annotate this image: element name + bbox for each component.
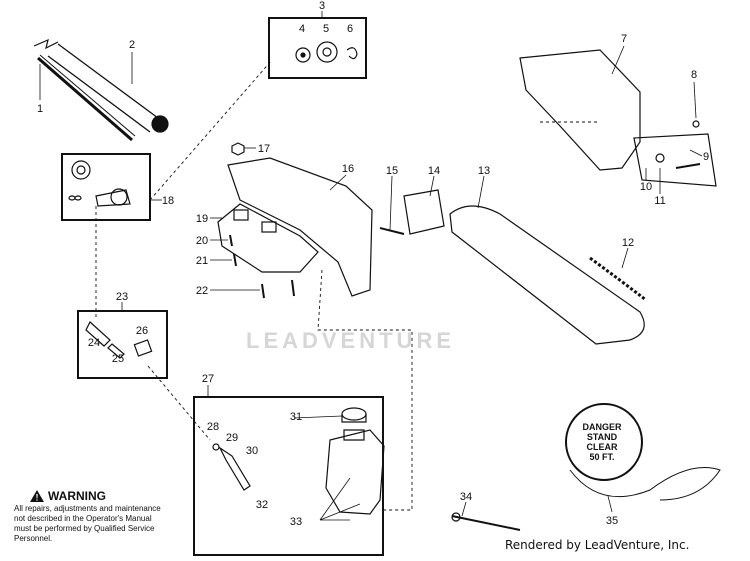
gear-housing-part (217, 157, 405, 297)
callout-29: 29 (226, 432, 238, 444)
saw-chain-part (589, 256, 647, 302)
callout-15: 15 (386, 165, 398, 177)
decal-line-3: CLEAR (586, 442, 618, 452)
callout-35: 35 (606, 515, 618, 527)
decal-part (565, 403, 643, 481)
callout-21: 21 (196, 255, 208, 267)
callout-9: 9 (703, 151, 709, 163)
wrench-part (451, 515, 521, 531)
decal-line-1: DANGER (582, 422, 622, 432)
guide-bar-part (449, 205, 645, 345)
callout-18: 18 (162, 195, 174, 207)
callout-3: 3 (319, 0, 325, 12)
credit-text: Rendered by LeadVenture, Inc. (505, 538, 690, 552)
callout-16: 16 (342, 163, 354, 175)
callout-2: 2 (129, 39, 135, 51)
callout-22: 22 (196, 285, 208, 297)
shaft-tube-part (47, 43, 169, 133)
callout-7: 7 (621, 33, 627, 45)
danger-decal-text: DANGER STAND CLEAR 50 FT. (572, 422, 632, 462)
callout-28: 28 (207, 421, 219, 433)
warning-block: WARNING All repairs, adjustments and mai… (14, 489, 164, 544)
chain-cover-part (519, 49, 641, 171)
oil-tank-kit-box (193, 396, 385, 556)
callout-20: 20 (196, 235, 208, 247)
callout-4: 4 (299, 23, 305, 35)
decal-line-2: STAND (586, 432, 618, 442)
callout-27: 27 (202, 373, 214, 385)
side-plate-part (403, 189, 445, 235)
callout-17: 17 (258, 143, 270, 155)
nut-part (231, 142, 245, 156)
callout-12: 12 (622, 237, 634, 249)
callout-1: 1 (37, 103, 43, 115)
callout-8: 8 (691, 69, 697, 81)
callout-31: 31 (290, 411, 302, 423)
warning-triangle-icon (30, 490, 44, 502)
decal-line-4: 50 FT. (589, 452, 615, 462)
drive-shaft-part (33, 38, 136, 142)
callout-13: 13 (478, 165, 490, 177)
oil-pump-kit-box (77, 310, 168, 379)
watermark-text: LEADVENTURE (246, 328, 456, 353)
screw-part-20 (229, 234, 233, 247)
callout-19: 19 (196, 213, 208, 225)
callout-6: 6 (347, 23, 353, 35)
callout-33: 33 (290, 516, 302, 528)
screw-part-21 (233, 253, 237, 267)
screw-part-22 (261, 283, 265, 299)
clutch-drum-box (61, 153, 151, 221)
warning-title: WARNING (48, 489, 106, 503)
spur-gear-kit-box (268, 17, 367, 79)
bracket-part (633, 133, 717, 187)
callout-25: 25 (112, 353, 124, 365)
callout-34: 34 (460, 491, 472, 503)
callout-10: 10 (640, 181, 652, 193)
warning-text: All repairs, adjustments and maintenance… (14, 504, 161, 543)
callout-32: 32 (256, 499, 268, 511)
callout-14: 14 (428, 165, 440, 177)
callout-23: 23 (116, 291, 128, 303)
callout-11: 11 (654, 195, 665, 207)
warning-heading: WARNING (30, 489, 164, 503)
callout-24: 24 (88, 337, 100, 349)
callout-26: 26 (136, 325, 148, 337)
callout-5: 5 (323, 23, 329, 35)
callout-30: 30 (246, 445, 258, 457)
